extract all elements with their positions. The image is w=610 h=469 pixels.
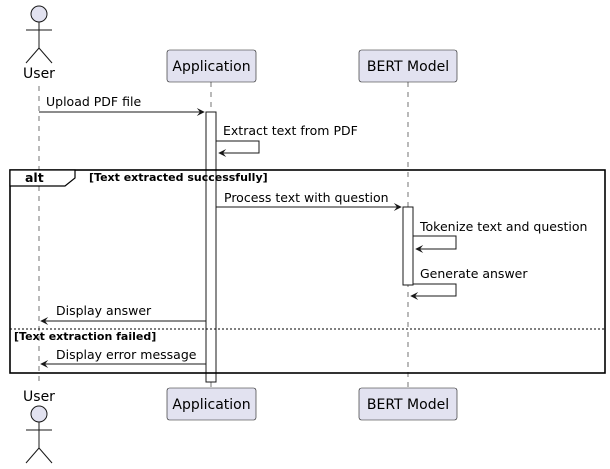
- bert-label-top: BERT Model: [367, 59, 449, 75]
- message-error: Display error message: [40, 347, 206, 368]
- generate-label: Generate answer: [420, 266, 528, 281]
- user-actor-bottom: User: [23, 389, 55, 464]
- user-head-icon: [30, 405, 48, 423]
- alt-frame-tag: alt: [25, 170, 44, 185]
- user-label-bottom: User: [23, 389, 55, 405]
- user-right-leg-icon: [38, 447, 53, 464]
- extract-label: Extract text from PDF: [223, 123, 358, 138]
- alt-guard-failure: [Text extraction failed]: [14, 330, 156, 343]
- error-label: Display error message: [56, 347, 197, 362]
- alt-guard-success: [Text extracted successfully]: [89, 171, 268, 184]
- bert-box-top: [358, 49, 458, 83]
- application-participant-top: Application: [166, 49, 257, 83]
- tokenize-arrow: [413, 235, 457, 253]
- bert-participant-bottom: BERT Model: [358, 387, 458, 421]
- user-left-leg-icon: [25, 447, 40, 464]
- message-display: Display answer: [40, 303, 206, 325]
- message-upload: Upload PDF file: [39, 94, 205, 116]
- user-right-leg-icon: [38, 47, 53, 64]
- bert-activation: [402, 206, 414, 286]
- upload-label: Upload PDF file: [46, 94, 141, 109]
- generate-arrow: [410, 283, 457, 300]
- bert-label-bottom: BERT Model: [367, 397, 449, 413]
- alt-frame: alt [Text extracted successfully] [Text …: [9, 169, 606, 374]
- user-actor-top: User: [23, 5, 55, 82]
- message-tokenize: Tokenize text and question: [413, 219, 587, 253]
- application-participant-bottom: Application: [166, 387, 257, 421]
- application-label-top: Application: [172, 59, 250, 75]
- bert-participant-top: BERT Model: [358, 49, 458, 83]
- message-process: Process text with question: [216, 190, 402, 211]
- message-generate: Generate answer: [410, 266, 528, 300]
- application-box-bottom: [166, 387, 257, 421]
- process-label: Process text with question: [224, 190, 389, 205]
- user-left-leg-icon: [25, 47, 40, 64]
- user-label-top: User: [23, 66, 55, 82]
- display-label: Display answer: [56, 303, 152, 318]
- message-extract: Extract text from PDF: [216, 123, 358, 157]
- alt-frame-tab: [9, 169, 76, 187]
- application-label-bottom: Application: [172, 397, 250, 413]
- application-box-top: [166, 49, 257, 83]
- tokenize-label: Tokenize text and question: [419, 219, 587, 234]
- user-head-icon: [30, 5, 48, 23]
- alt-frame-border: [9, 169, 606, 374]
- extract-arrow: [216, 140, 260, 157]
- bert-box-bottom: [358, 387, 458, 421]
- application-activation: [205, 111, 217, 383]
